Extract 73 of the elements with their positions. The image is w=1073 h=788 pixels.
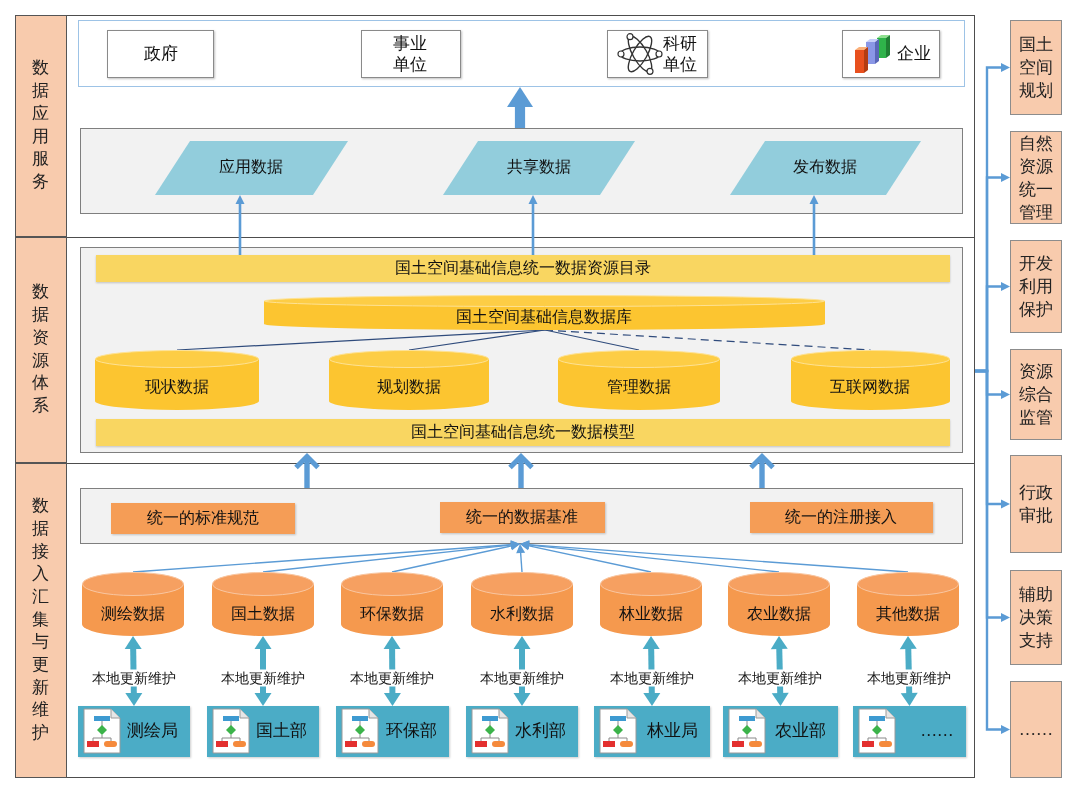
data-parallelogram: 应用数据: [154, 140, 348, 195]
department-box: [722, 705, 838, 757]
double-arrow: [513, 636, 531, 706]
double-arrow: [383, 636, 401, 706]
layer-panel: [79, 246, 963, 453]
arrow: [294, 452, 320, 488]
department-name: 水利部: [514, 720, 566, 742]
org-box: [106, 29, 214, 78]
double-arrow: [899, 636, 918, 706]
arrow: [975, 369, 1010, 734]
edge-label: 本地更新维护: [479, 669, 565, 687]
department-box: [852, 705, 966, 757]
edge-label: 本地更新维护: [608, 669, 695, 687]
layer-panel: [79, 127, 963, 214]
double-arrow: [642, 636, 661, 706]
org-name: 科研单位: [662, 32, 698, 75]
arrow: [507, 87, 533, 128]
department-box: [335, 705, 449, 757]
edge-label: 本地更新维护: [349, 669, 436, 687]
org-name: 企业: [896, 43, 931, 64]
arrow: [235, 195, 245, 255]
function-box: 辅助决策支持: [1010, 570, 1062, 665]
standard-box: 统一的数据基准: [439, 501, 605, 533]
department-name: 测绘局: [126, 720, 178, 742]
function-box: 国土空间规划: [1010, 20, 1062, 115]
edge-label: 本地更新维护: [736, 669, 823, 687]
department-box: [465, 705, 578, 757]
standard-box: 统一的标准规范: [110, 502, 295, 534]
function-box: 开发利用保护: [1010, 240, 1062, 333]
arrow: [809, 195, 819, 255]
arrow: [391, 541, 520, 573]
org-box: [360, 29, 461, 78]
edge-label: 本地更新维护: [865, 669, 952, 687]
arrow: [520, 540, 909, 573]
department-name: 林业局: [646, 720, 698, 742]
layer-band: 国土空间基础信息统一数据资源目录: [95, 254, 950, 282]
data-parallelogram: 共享数据: [442, 140, 635, 195]
standard-box: 统一的注册接入: [749, 501, 933, 533]
arrow: [749, 452, 775, 488]
function-box: ……: [1010, 681, 1062, 778]
function-box: 自然资源统一管理: [1010, 131, 1062, 224]
function-box: 行政审批: [1010, 455, 1062, 553]
arrow: [262, 540, 520, 573]
arrow: [516, 544, 526, 573]
user-panel: [77, 19, 965, 87]
function-box: 资源综合监管: [1010, 349, 1062, 440]
double-arrow: [770, 636, 789, 706]
org-box: [606, 29, 708, 78]
department-name: ……: [920, 721, 954, 741]
edge-label: 本地更新维护: [90, 669, 177, 687]
diagram-frame: [15, 15, 975, 778]
edge-label: 本地更新维护: [220, 669, 306, 687]
double-arrow: [124, 636, 143, 706]
double-arrow: [254, 636, 272, 706]
section-header: 数据资源体系: [14, 236, 67, 463]
connector-line: [408, 329, 546, 351]
department-name: 农业部: [774, 720, 826, 742]
layer-band: 国土空间基础信息统一数据模型: [95, 418, 950, 446]
arrow: [508, 452, 534, 488]
data-parallelogram: 发布数据: [729, 140, 921, 195]
department-name: 国土部: [255, 720, 307, 742]
org-name: 事业单位: [393, 32, 429, 75]
department-box: [593, 705, 710, 757]
connector-line: [544, 329, 872, 351]
arrow: [528, 195, 538, 255]
org-name: 政府: [143, 43, 178, 64]
org-box: [841, 29, 940, 78]
department-name: 环保部: [385, 720, 437, 742]
section-header: 数据应用服务: [14, 14, 67, 237]
section-header: 数据接入汇集与更新维护: [14, 462, 67, 778]
department-box: [206, 705, 319, 757]
layer-panel: [79, 487, 963, 544]
department-box: [77, 705, 190, 757]
